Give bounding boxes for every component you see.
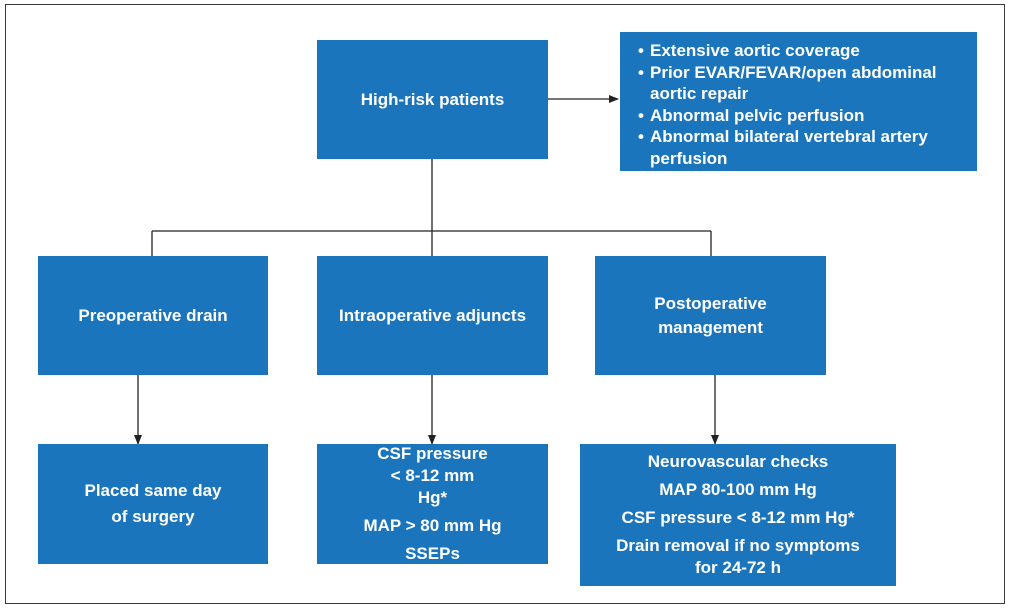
detail-line: Neurovascular checks: [647, 452, 829, 471]
high-risk-patients-label: High-risk patients: [360, 89, 505, 109]
criteria-item: •Prior EVAR/FEVAR/open abdominal aortic …: [638, 62, 937, 104]
intraoperative-detail-box: CSF pressure < 8-12 mm Hg* MAP > 80 mm H…: [317, 444, 548, 564]
detail-line: SSEPs: [405, 544, 460, 563]
detail-line: Placed same day of surgery: [84, 481, 222, 526]
preoperative-drain-box: Preoperative drain: [38, 256, 268, 375]
phase-label: Preoperative drain: [78, 305, 228, 325]
detail-line: MAP 80-100 mm Hg: [659, 480, 817, 499]
criteria-item: •Extensive aortic coverage: [638, 41, 860, 60]
phase-label: Postoperative management: [654, 293, 767, 337]
detail-line: MAP > 80 mm Hg: [363, 516, 502, 535]
postoperative-management-box: Postoperative management: [595, 256, 826, 375]
postoperative-detail-box: Neurovascular checks MAP 80-100 mm Hg CS…: [580, 444, 896, 586]
figure-frame: [5, 4, 1005, 604]
high-risk-patients-box: High-risk patients: [317, 40, 548, 159]
intraoperative-adjuncts-box: Intraoperative adjuncts: [317, 256, 548, 375]
criteria-item: •Abnormal bilateral vertebral artery per…: [638, 127, 928, 168]
criteria-item: •Abnormal pelvic perfusion: [638, 105, 865, 125]
preoperative-detail-box: Placed same day of surgery: [38, 444, 268, 564]
detail-line: CSF pressure < 8-12 mm Hg*: [621, 508, 855, 527]
detail-line: CSF pressure < 8-12 mm Hg*: [377, 444, 488, 507]
phase-label: Intraoperative adjuncts: [338, 305, 527, 325]
detail-line: Drain removal if no symptoms for 24-72 h: [616, 536, 860, 577]
risk-criteria-box: •Extensive aortic coverage •Prior EVAR/F…: [620, 32, 977, 171]
